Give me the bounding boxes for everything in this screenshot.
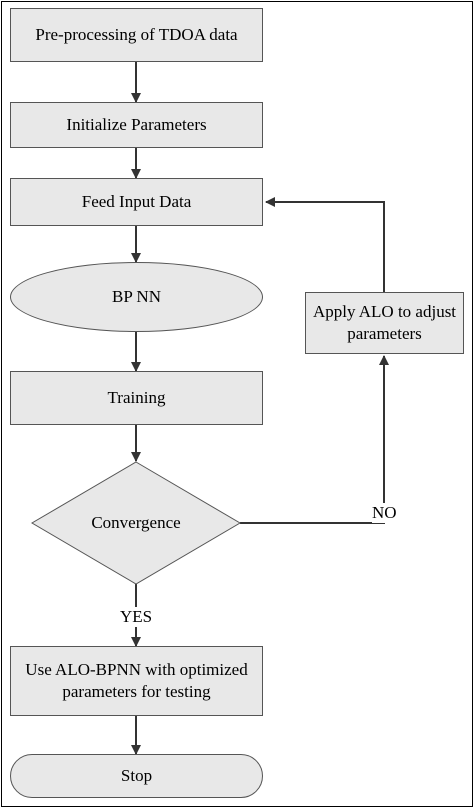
apply-alo-label-line2: parameters — [347, 324, 422, 343]
bpnn-ellipse: BP NN — [10, 262, 263, 332]
arrow-convergence-to-apply-alo — [240, 355, 389, 524]
use-alo-bpnn-box: Use ALO-BPNN with optimized parameters f… — [10, 646, 263, 716]
use-alo-label-line2: parameters for testing — [62, 682, 211, 701]
preprocess-label: Pre-processing of TDOA data — [35, 25, 238, 44]
stop-terminal: Stop — [10, 754, 263, 798]
training-label: Training — [107, 388, 166, 407]
preprocess-box: Pre-processing of TDOA data — [10, 8, 263, 62]
no-edge-label: NO — [372, 503, 397, 523]
feed-input-box: Feed Input Data — [10, 178, 263, 226]
arrow-apply-alo-to-feed — [265, 197, 385, 292]
apply-alo-label-line1: Apply ALO to adjust — [312, 302, 457, 321]
init-params-label: Initialize Parameters — [66, 115, 207, 134]
convergence-node: Convergence — [32, 462, 240, 584]
convergence-diamond — [31, 461, 241, 585]
training-box: Training — [10, 371, 263, 425]
stop-label: Stop — [120, 766, 153, 785]
feed-input-label: Feed Input Data — [81, 192, 192, 211]
init-params-box: Initialize Parameters — [10, 102, 263, 148]
yes-edge-label: YES — [120, 607, 153, 627]
bpnn-label: BP NN — [112, 287, 161, 306]
apply-alo-box: Apply ALO to adjust parameters — [305, 292, 464, 354]
use-alo-label-line1: Use ALO-BPNN with optimized — [25, 660, 248, 679]
convergence-label: Convergence — [91, 513, 181, 532]
